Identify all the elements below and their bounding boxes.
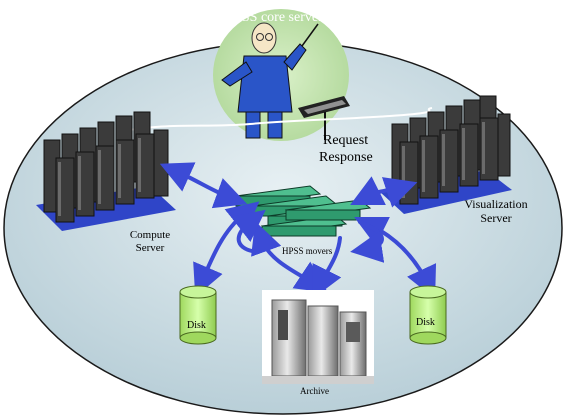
arrow-movers-to-visualization xyxy=(350,176,418,208)
data-flow-arrows xyxy=(159,162,437,299)
compute-server-label-line1: Compute xyxy=(129,229,171,241)
visualization-server-label-line2: Server xyxy=(480,210,512,225)
visualization-server-label-line1: Visualization xyxy=(464,197,528,211)
conductor-figure xyxy=(221,22,350,140)
disk-cylinder-icon xyxy=(409,285,447,345)
request-label: Request xyxy=(323,133,369,148)
arrow-compute-to-movers xyxy=(159,162,248,209)
visualization-server-rack-icon xyxy=(380,95,512,214)
arrow-movers-to-archive-2 xyxy=(312,236,342,299)
hpss-movers-label: HPSS movers xyxy=(282,246,333,256)
core-connection-line xyxy=(117,107,433,133)
compute-server-label: Compute Server xyxy=(120,229,180,254)
disk-right-label: Disk xyxy=(416,317,435,328)
compute-server-label-line2: Server xyxy=(135,241,165,254)
arrow-movers-loop xyxy=(230,209,266,254)
response-label: Response xyxy=(319,150,373,165)
compute-server-rack-icon xyxy=(36,111,176,231)
archive-label: Archive xyxy=(300,386,329,396)
disk-left-label: Disk xyxy=(187,320,206,331)
core-servers-title: HPSS core servers xyxy=(224,10,329,25)
visualization-server-label: Visualization Server xyxy=(456,197,536,226)
arrow-movers-loop-right xyxy=(350,220,385,263)
disk-cylinder-icon xyxy=(179,285,217,345)
arrow-movers-to-disk-right xyxy=(354,217,437,299)
archive-tape-library-icon xyxy=(262,290,374,384)
